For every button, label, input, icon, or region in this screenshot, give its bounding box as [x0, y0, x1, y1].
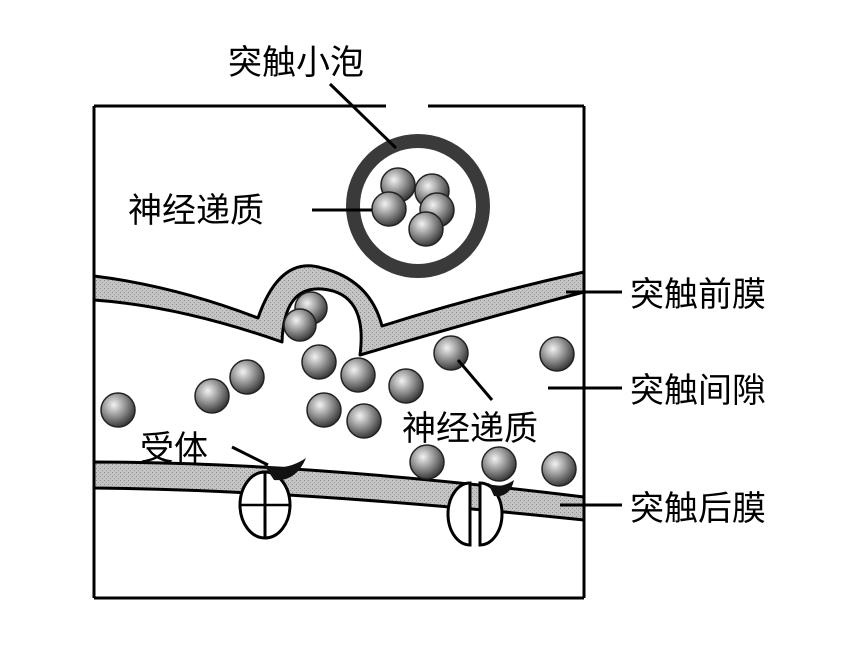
- receptor-channels: [238, 458, 514, 547]
- molecule: [371, 191, 407, 227]
- presynaptic-membrane: [92, 264, 586, 357]
- label-synaptic-cleft: 突触间隙: [630, 371, 766, 411]
- molecule: [388, 368, 424, 404]
- label-presynaptic-membrane: 突触前膜: [630, 275, 766, 315]
- leader-lines: [231, 82, 622, 507]
- molecule: [409, 444, 445, 480]
- molecule: [306, 392, 342, 428]
- label-postsynaptic-membrane: 突触后膜: [630, 489, 766, 529]
- molecule: [100, 392, 136, 428]
- label-synaptic-vesicle: 突触小泡: [228, 43, 364, 83]
- released-neurotransmitters: [283, 291, 328, 342]
- molecule: [283, 308, 317, 342]
- receptor-channel: [238, 470, 292, 540]
- molecule: [194, 378, 230, 414]
- molecule: [340, 357, 376, 393]
- molecule: [539, 336, 575, 372]
- molecule: [541, 451, 577, 487]
- vesicle-neurotransmitters: [371, 167, 455, 247]
- receptor-channel: [446, 481, 504, 547]
- frame: [92, 104, 586, 600]
- label-neurotransmitter-cleft: 神经递质: [402, 409, 538, 449]
- molecule: [229, 359, 265, 395]
- label-neurotransmitter-vesicle: 神经递质: [128, 191, 264, 231]
- cleft-neurotransmitters: [100, 335, 577, 487]
- label-receptor: 受体: [140, 429, 208, 469]
- molecule: [346, 403, 382, 439]
- receptor-binding-site: [264, 458, 306, 481]
- molecule: [408, 211, 444, 247]
- molecule: [301, 344, 337, 380]
- receptor-binding-site: [488, 480, 514, 497]
- molecule: [481, 446, 517, 482]
